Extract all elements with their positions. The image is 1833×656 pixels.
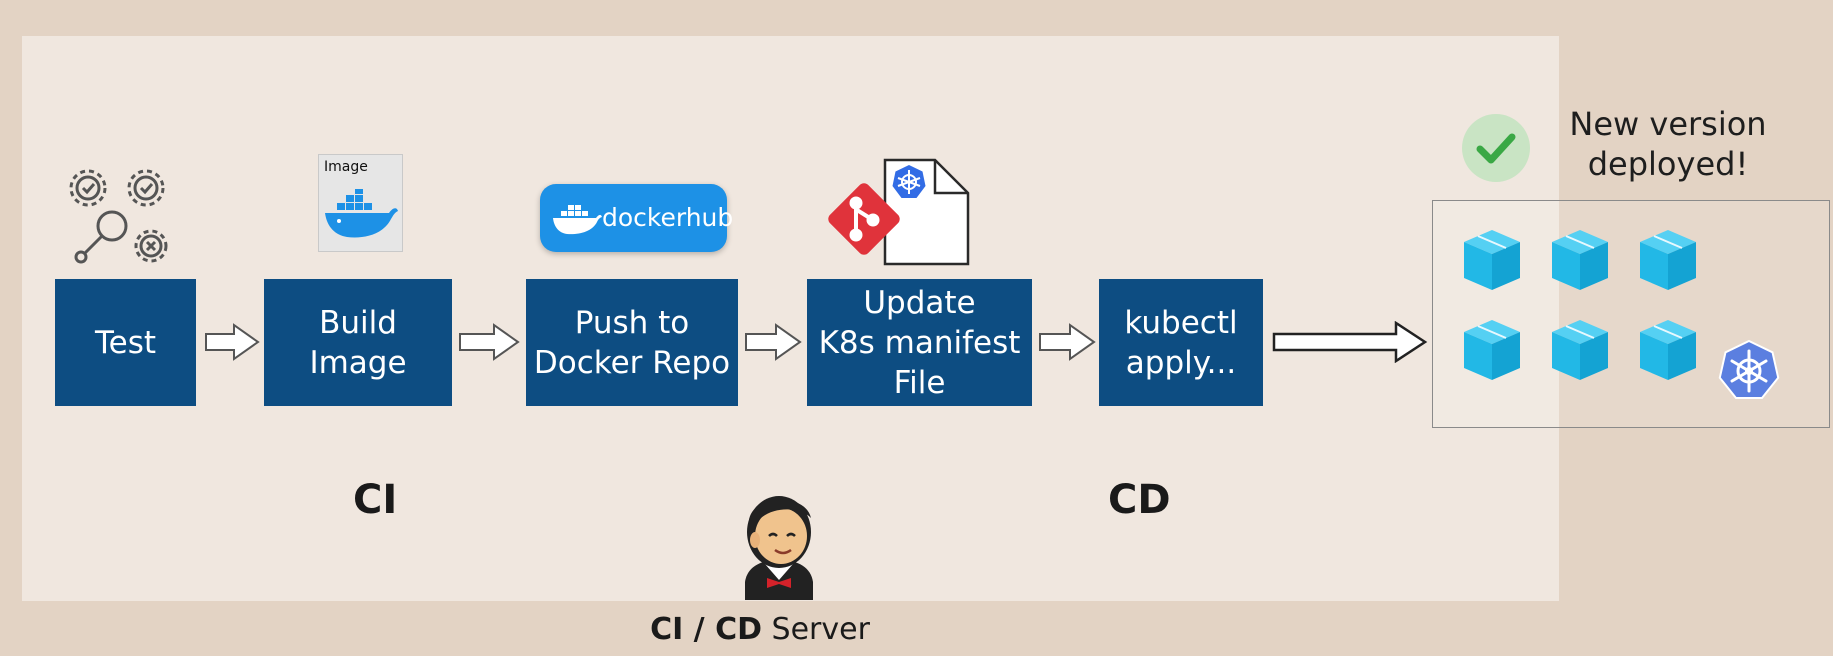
arrow-push-to-update bbox=[745, 323, 802, 361]
pod-cube-icon bbox=[1551, 229, 1609, 291]
docker-whale-icon bbox=[325, 189, 398, 238]
stage-update-manifest-label: Update K8s manifest File bbox=[818, 284, 1021, 401]
arrow-build-to-push bbox=[459, 323, 520, 361]
server-label-rest: Server bbox=[762, 612, 870, 647]
cd-label: CD bbox=[1108, 477, 1171, 523]
jenkins-icon bbox=[745, 496, 813, 600]
gears-magnifier-icon bbox=[69, 169, 168, 264]
stage-test: Test bbox=[55, 279, 196, 406]
stage-build-image-label: Build Image bbox=[309, 304, 407, 381]
arrow-test-to-build bbox=[205, 323, 260, 361]
arrow-update-to-apply bbox=[1039, 323, 1096, 361]
dockerhub-whale-icon bbox=[553, 205, 602, 235]
ci-cd-server-label: CI / CD Server bbox=[600, 612, 920, 647]
git-k8s-manifest-icon bbox=[828, 158, 970, 266]
dockerhub-logo: dockerhub bbox=[540, 184, 733, 252]
pod-cube-icon bbox=[1551, 319, 1609, 381]
check-icon bbox=[1462, 114, 1530, 182]
arrow-apply-to-cluster bbox=[1272, 321, 1428, 363]
image-icon-label: Image bbox=[324, 159, 368, 175]
docker-image-icon: Image bbox=[318, 154, 403, 252]
stage-test-label: Test bbox=[94, 324, 157, 361]
stage-update-manifest: Update K8s manifest File bbox=[807, 279, 1032, 406]
pod-cube-icon bbox=[1639, 319, 1697, 381]
kubernetes-icon bbox=[1718, 339, 1780, 399]
ci-label: CI bbox=[353, 477, 398, 523]
k8s-wheel-small-icon bbox=[892, 165, 926, 198]
stage-push-docker-repo-label: Push to Docker Repo bbox=[533, 304, 731, 381]
pods-grid bbox=[1463, 229, 1697, 381]
pod-cube-icon bbox=[1463, 319, 1521, 381]
server-label-bold: CI / CD bbox=[650, 612, 763, 647]
pod-cube-icon bbox=[1639, 229, 1697, 291]
stage-push-docker-repo: Push to Docker Repo bbox=[526, 279, 738, 406]
stage-kubectl-apply-label: kubectl apply... bbox=[1124, 304, 1238, 381]
dockerhub-text: dockerhub bbox=[602, 203, 734, 232]
pod-cube-icon bbox=[1463, 229, 1521, 291]
stage-build-image: Build Image bbox=[264, 279, 452, 406]
stage-kubectl-apply: kubectl apply... bbox=[1099, 279, 1263, 406]
new-version-deployed-text: New version deployed! bbox=[1569, 105, 1767, 183]
git-logo-icon bbox=[828, 183, 900, 255]
